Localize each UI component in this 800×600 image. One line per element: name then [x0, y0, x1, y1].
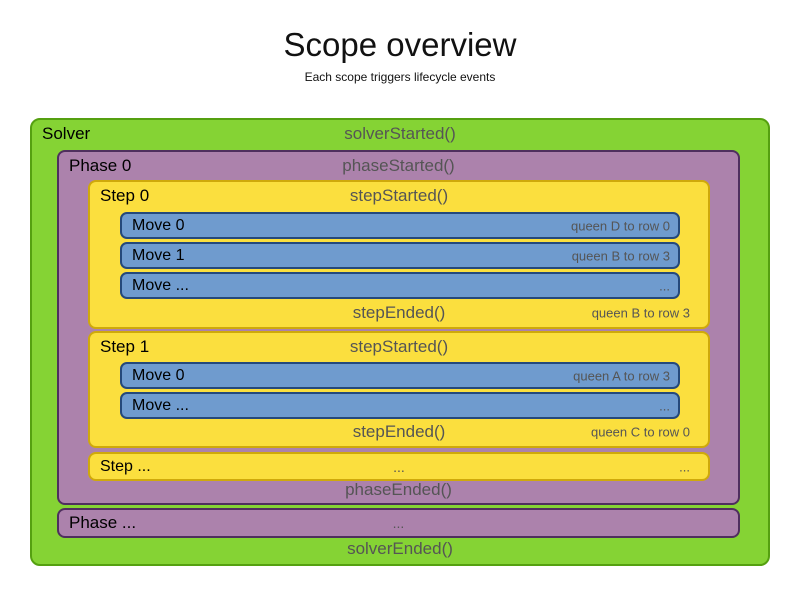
move-0-label: Move 0	[132, 366, 185, 384]
page-subtitle: Each scope triggers lifecycle events	[304, 70, 496, 84]
step-0-ended-event: stepEnded()	[352, 303, 446, 322]
phase-more-row: Phase ... ...	[59, 510, 738, 536]
step-0-label: Step 0	[100, 186, 150, 205]
phase-0-label: Phase 0	[69, 156, 132, 175]
step-0-ended-note: queen B to row 3	[591, 305, 690, 321]
move-1-label: Move 1	[132, 246, 185, 264]
move-0-box: Move 0 queen A to row 3	[120, 362, 680, 389]
step-1-scope-box: Step 1 stepStarted() Move 0 queen A to r…	[88, 331, 710, 448]
phase-more-center-ellipsis: ...	[392, 515, 405, 531]
move-more-label: Move ...	[132, 396, 189, 414]
move-more-note: ...	[659, 278, 670, 293]
move-more-note: ...	[659, 398, 670, 413]
phase-0-ended-event: phaseEnded()	[345, 480, 452, 499]
step-1-started-event: stepStarted()	[349, 337, 449, 356]
solver-started-event: solverStarted()	[344, 124, 456, 143]
move-1-box: Move 1 queen B to row 3	[120, 242, 680, 269]
step-1-footer: stepEnded() queen C to row 0	[90, 420, 708, 444]
phase-0-header: Phase 0 phaseStarted()	[59, 152, 738, 180]
step-0-scope-box: Step 0 stepStarted() Move 0 queen D to r…	[88, 180, 710, 329]
step-0-footer: stepEnded() queen B to row 3	[90, 301, 708, 325]
solver-header: Solver solverStarted()	[32, 120, 768, 148]
move-1-note: queen B to row 3	[571, 248, 670, 263]
step-1-header: Step 1 stepStarted()	[90, 333, 708, 361]
move-0-box: Move 0 queen D to row 0	[120, 212, 680, 239]
step-1-ended-note: queen C to row 0	[590, 424, 690, 440]
step-1-label: Step 1	[100, 337, 150, 356]
step-more-row: Step ... ... ...	[90, 454, 708, 479]
step-more-center-ellipsis: ...	[393, 458, 405, 475]
solver-label: Solver	[42, 124, 91, 143]
step-more-label: Step ...	[100, 457, 151, 475]
phase-0-footer: phaseEnded()	[59, 479, 738, 501]
phase-0-started-event: phaseStarted()	[342, 156, 455, 175]
step-1-ended-event: stepEnded()	[352, 422, 446, 441]
move-0-note: queen D to row 0	[570, 218, 670, 233]
solver-ended-event: solverEnded()	[347, 539, 453, 558]
move-0-note: queen A to row 3	[573, 368, 670, 383]
step-0-started-event: stepStarted()	[349, 186, 449, 205]
move-0-label: Move 0	[132, 216, 185, 234]
page-title: Scope overview	[283, 26, 517, 63]
move-more-label: Move ...	[132, 276, 189, 294]
step-more-scope-box: Step ... ... ...	[88, 452, 710, 481]
solver-footer: solverEnded()	[32, 537, 768, 561]
move-more-box: Move ... ...	[120, 272, 680, 299]
phase-more-label: Phase ...	[69, 513, 137, 532]
phase-0-scope-box: Phase 0 phaseStarted() Step 0 stepStarte…	[57, 150, 740, 505]
phase-more-scope-box: Phase ... ...	[57, 508, 740, 538]
step-more-right-ellipsis: ...	[679, 459, 690, 474]
move-more-box: Move ... ...	[120, 392, 680, 419]
step-0-header: Step 0 stepStarted()	[90, 182, 708, 210]
solver-scope-box: Solver solverStarted() Phase 0 phaseStar…	[30, 118, 770, 566]
